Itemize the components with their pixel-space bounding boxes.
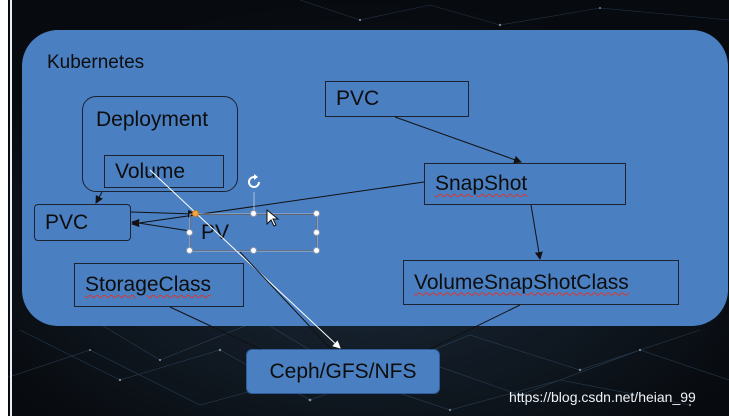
- pvc-top-node[interactable]: PVC: [325, 81, 469, 117]
- move-cursor-icon: [266, 208, 280, 227]
- selection-handle-bottom-left[interactable]: [186, 247, 193, 254]
- selection-handle-mid-left[interactable]: [186, 229, 193, 236]
- pvc-top-label: PVC: [336, 87, 380, 110]
- snapshot-label: SnapShot: [435, 172, 528, 195]
- storageclass-label: StorageClass: [85, 273, 212, 296]
- pv-node[interactable]: PV: [190, 214, 317, 251]
- selection-handle-bottom-mid[interactable]: [250, 247, 257, 254]
- selection-handle-bottom-right[interactable]: [313, 247, 320, 254]
- storageclass-node[interactable]: StorageClass: [74, 263, 244, 307]
- pvc-left-node[interactable]: PVC: [34, 204, 131, 241]
- window-edge: [0, 0, 8, 416]
- rotate-handle-icon[interactable]: [244, 172, 264, 192]
- snapshot-node[interactable]: SnapShot: [424, 163, 626, 205]
- watermark-text: https://blog.csdn.net/heian_99: [509, 389, 696, 405]
- selection-handle-top-mid[interactable]: [250, 210, 257, 217]
- volume-label: Volume: [115, 159, 186, 183]
- window-edge-line: [10, 0, 12, 416]
- volumesnapshotclass-label: VolumeSnapShotClass: [414, 270, 629, 294]
- kubernetes-container: [22, 30, 728, 326]
- storage-backend-label: Ceph/GFS/NFS: [269, 359, 417, 383]
- volume-node[interactable]: Volume: [104, 155, 224, 188]
- storage-backend-node[interactable]: Ceph/GFS/NFS: [246, 349, 440, 394]
- pv-label: PV: [201, 220, 230, 244]
- kubernetes-label: Kubernetes: [47, 52, 145, 73]
- volumesnapshotclass-node[interactable]: VolumeSnapShotClass: [403, 260, 679, 305]
- selection-handle-start[interactable]: [192, 210, 199, 217]
- pvc-left-label: PVC: [45, 210, 89, 234]
- deployment-label: Deployment: [96, 108, 209, 131]
- selection-handle-top-right[interactable]: [313, 210, 320, 217]
- selection-handle-mid-right[interactable]: [313, 229, 320, 236]
